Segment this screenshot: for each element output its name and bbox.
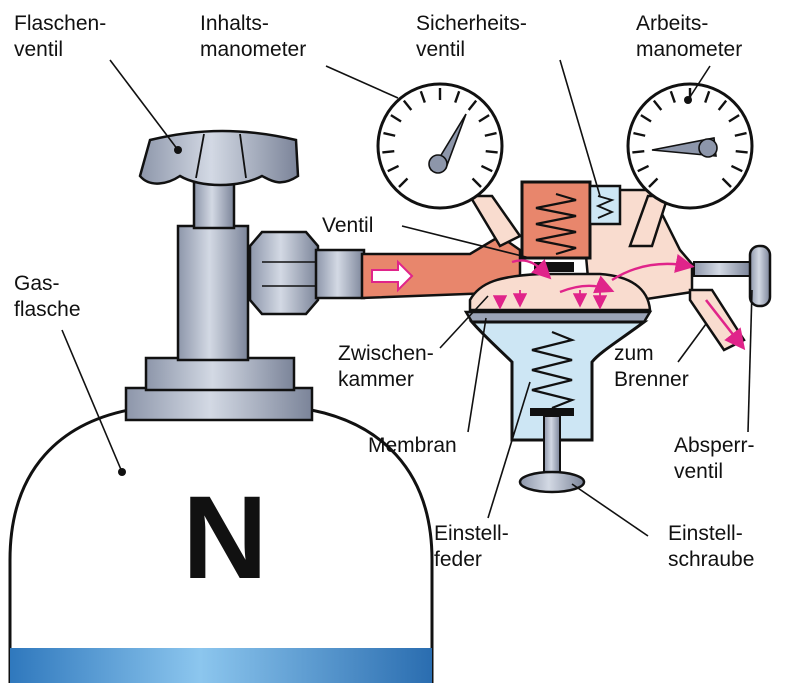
leader-line bbox=[572, 484, 648, 536]
valve-stem bbox=[194, 182, 234, 228]
label-einstellfeder: Einstell- feder bbox=[434, 522, 515, 571]
leader-dot bbox=[174, 146, 182, 154]
gauge-hub bbox=[429, 155, 447, 173]
leader-line bbox=[748, 290, 752, 432]
label-gasflasche: Gas- flasche bbox=[14, 272, 81, 321]
spring-plate bbox=[530, 408, 574, 416]
shutoff-valve-stem bbox=[694, 262, 750, 276]
valve-collar-upper bbox=[146, 358, 294, 390]
leader-dot bbox=[118, 468, 126, 476]
valve-collar-lower bbox=[126, 388, 312, 420]
gauge-tick bbox=[736, 151, 748, 152]
label-membran: Membran bbox=[368, 434, 457, 457]
gauge-tick bbox=[382, 151, 394, 152]
valve-body bbox=[178, 226, 248, 360]
leader-line bbox=[468, 318, 486, 432]
shutoff-valve-handle bbox=[750, 246, 770, 306]
safety-valve-body bbox=[590, 186, 620, 224]
label-absperrventil: Absperr- ventil bbox=[674, 434, 760, 483]
cylinder-valve bbox=[126, 131, 364, 420]
label-arbeitsmanometer: Arbeits- manometer bbox=[636, 12, 742, 61]
working-gauge bbox=[628, 84, 752, 246]
label-inhaltsmanometer: Inhalts- manometer bbox=[200, 12, 306, 61]
label-einstellschraube: Einstell- schraube bbox=[668, 522, 754, 571]
gauge-hub bbox=[699, 139, 717, 157]
pressure-gauge-icon bbox=[378, 84, 502, 208]
label-zwischenkammer: Zwischen- kammer bbox=[338, 342, 440, 391]
cylinder-letter: N bbox=[182, 472, 267, 604]
label-sicherheitsventil: Sicherheits- ventil bbox=[416, 12, 533, 61]
valve-handwheel bbox=[140, 131, 298, 185]
leader-dot bbox=[684, 96, 692, 104]
leader-line bbox=[678, 324, 706, 362]
leader-line bbox=[326, 66, 398, 98]
gauge-tick bbox=[632, 151, 644, 152]
leader-line bbox=[110, 60, 178, 150]
adjusting-screw-shaft bbox=[544, 416, 560, 472]
gauge-tick bbox=[486, 151, 498, 152]
contents-gauge bbox=[378, 84, 520, 246]
leader-line bbox=[560, 60, 600, 196]
nut-connector bbox=[316, 250, 364, 298]
outlet-pipe bbox=[690, 290, 744, 350]
outlet-nut bbox=[250, 232, 318, 314]
gauge-stem bbox=[470, 196, 520, 246]
leader-line bbox=[488, 382, 530, 518]
cylinder-color-band bbox=[10, 648, 432, 683]
label-zum-brenner: zum Brenner bbox=[614, 342, 689, 391]
label-flaschenventil: Flaschen- ventil bbox=[14, 12, 112, 61]
adjusting-screw-knob bbox=[520, 472, 584, 492]
label-ventil: Ventil bbox=[322, 214, 373, 237]
